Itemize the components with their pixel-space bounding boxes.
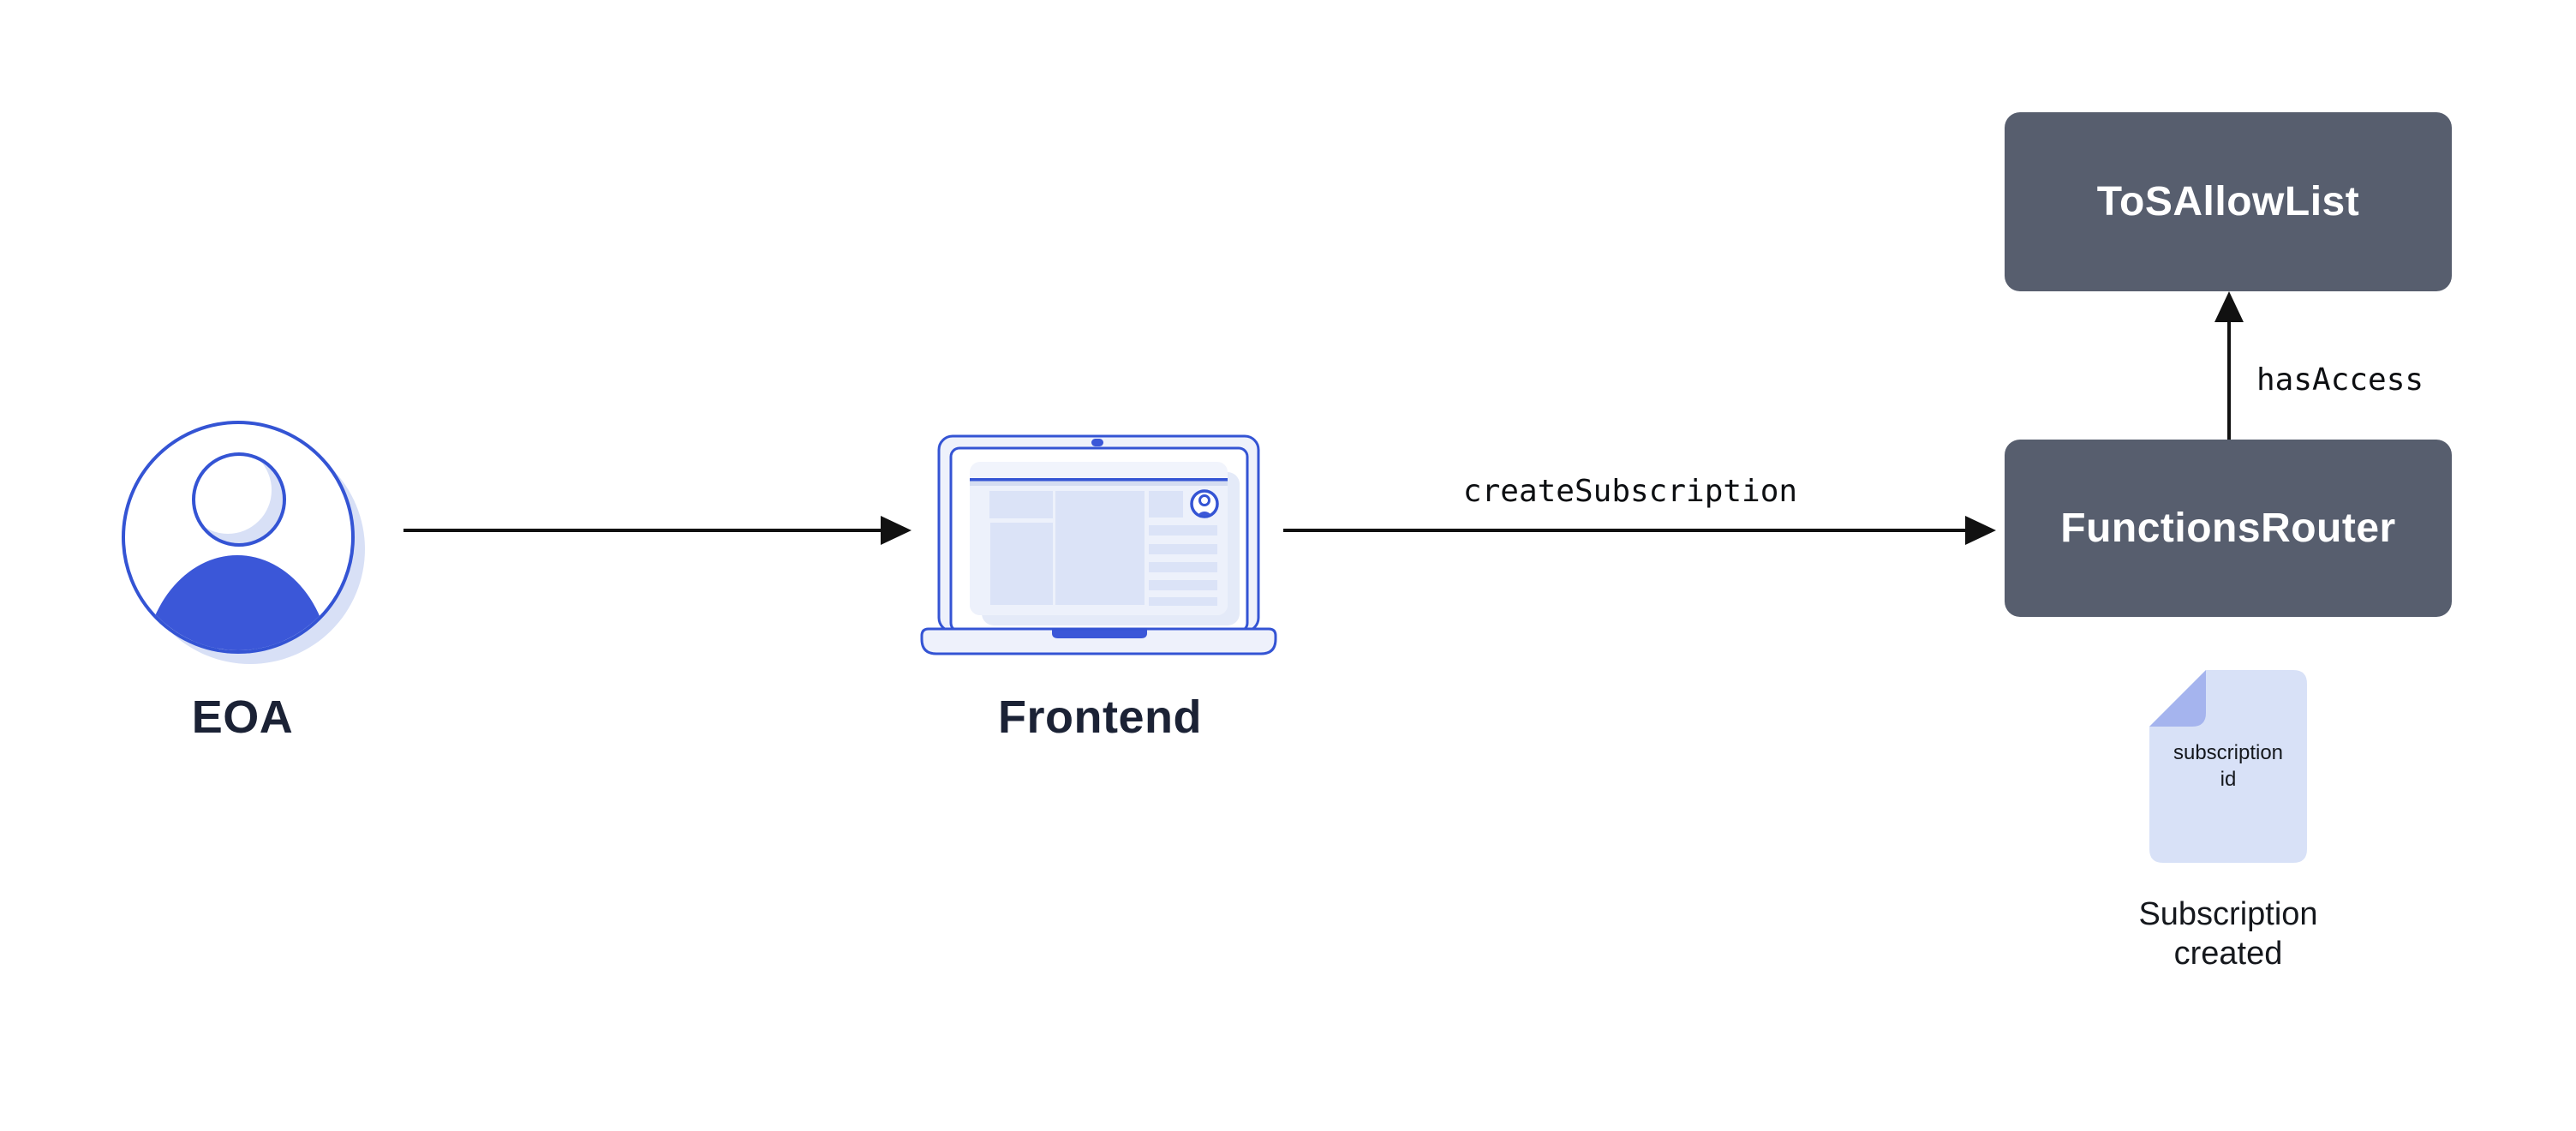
- laptop-base: [920, 627, 1277, 655]
- subscription-created-caption: Subscription created: [2138, 895, 2317, 973]
- arrow-router-to-allowlist-line: [2227, 320, 2231, 442]
- wireframe-bar: [1149, 525, 1217, 536]
- node-functions-router: FunctionsRouter: [2005, 440, 2452, 617]
- laptop-camera-icon: [1091, 439, 1103, 446]
- wireframe-bar: [1149, 544, 1217, 554]
- wireframe-block: [990, 523, 1053, 605]
- functions-router-label: FunctionsRouter: [2060, 506, 2396, 551]
- node-tos-allow-list: ToSAllowList: [2005, 112, 2452, 291]
- arrow-router-to-allowlist-head: [2214, 291, 2244, 322]
- wireframe-bar: [1149, 562, 1217, 572]
- avatar-head-outline: [192, 452, 286, 547]
- browser-toolbar-strip: [970, 481, 1228, 486]
- laptop-icon: [920, 434, 1277, 655]
- eoa-label: EOA: [191, 691, 294, 743]
- document-text-line1: subscription: [2173, 741, 2284, 764]
- arrow-eoa-to-frontend-head: [881, 516, 911, 545]
- mini-avatar-head: [1198, 494, 1210, 506]
- caption-line1: Subscription: [2138, 896, 2318, 932]
- document-fold-corner: [2149, 670, 2206, 727]
- edge-label-has-access: hasAccess: [2256, 362, 2424, 398]
- user-avatar-icon: [122, 421, 365, 664]
- arrow-frontend-to-router-line: [1283, 529, 1965, 532]
- browser-header-divider: [970, 478, 1228, 482]
- document-icon: [2149, 670, 2307, 863]
- wireframe-block: [989, 491, 1053, 518]
- tos-allow-list-label: ToSAllowList: [2096, 179, 2360, 224]
- arrow-frontend-to-router-head: [1965, 516, 1996, 545]
- wireframe-bar: [1149, 580, 1217, 590]
- avatar-shoulders: [143, 555, 332, 650]
- frontend-label: Frontend: [998, 691, 1202, 743]
- wireframe-block: [1149, 491, 1183, 518]
- laptop-base-notch: [1052, 630, 1147, 638]
- wireframe-bar: [1149, 597, 1217, 606]
- wireframe-block: [1055, 491, 1145, 605]
- document-text: subscription id: [2173, 739, 2283, 793]
- caption-line2: created: [2173, 936, 2283, 972]
- arrow-eoa-to-frontend-line: [403, 529, 882, 532]
- edge-label-create-subscription: createSubscription: [1462, 474, 1798, 509]
- document-text-line2: id: [2220, 768, 2237, 791]
- avatar-outline: [122, 421, 355, 654]
